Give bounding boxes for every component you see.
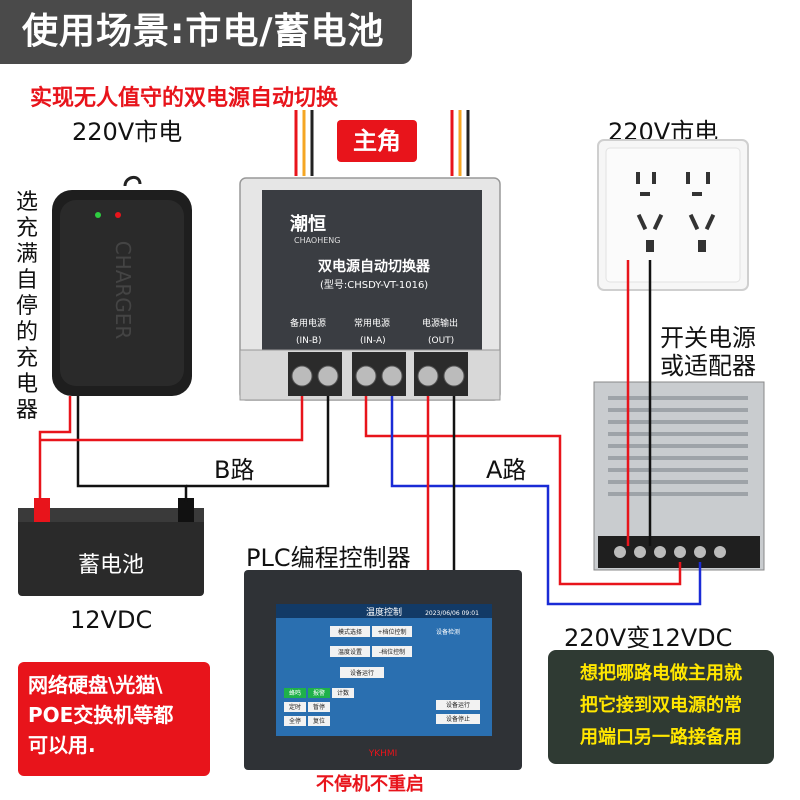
- hmi-btn-0: 模式选择: [338, 628, 362, 636]
- wall-socket: [597, 139, 749, 291]
- hmi-btn-10: 暂停: [313, 703, 325, 711]
- charger: CHARGER: [52, 176, 192, 396]
- battery: 蓄电池: [18, 498, 204, 596]
- hmi-footer-brand: YKHMI: [368, 749, 398, 759]
- note-left: 网络硬盘\光猫\ POE交换机等都 可以用.: [18, 662, 210, 776]
- hmi-btn-5: 设备检测: [436, 628, 460, 636]
- switcher-brand-en: CHAOHENG: [294, 236, 341, 245]
- port-a-label: 常用电源: [354, 319, 391, 329]
- note-left-line-3: 可以用.: [28, 733, 96, 757]
- hmi-btn-3: -档位控制: [379, 648, 405, 656]
- main-badge: 主角: [337, 120, 417, 162]
- note-right-line-1: 想把哪路电做主用就: [580, 663, 742, 684]
- switcher-model: (型号:CHSDY-VT-1016): [320, 280, 429, 291]
- hmi-btn-14: 设备停止: [446, 715, 470, 723]
- note-right-line-2: 把它接到双电源的常: [580, 695, 742, 716]
- plc-label: PLC编程控制器: [246, 544, 411, 572]
- hmi-header: 温度控制: [366, 606, 402, 618]
- subtitle: 实现无人值守的双电源自动切换: [30, 86, 339, 111]
- port-out-code: (OUT): [428, 336, 455, 346]
- switcher-name: 双电源自动切换器: [318, 259, 430, 275]
- switching-power-supply: [593, 381, 765, 571]
- terminal-block: [288, 352, 468, 396]
- battery-label: 蓄电池: [78, 553, 144, 578]
- note-left-line-1: 网络硬盘\光猫\: [28, 673, 163, 697]
- port-b-code: (IN-B): [296, 336, 322, 346]
- hmi-btn-6: 蜂鸣: [289, 689, 301, 697]
- hmi-btn-2: 温度设置: [338, 648, 362, 656]
- hmi-date: 2023/06/06 09:01: [425, 610, 479, 617]
- wires: [38, 260, 702, 606]
- scene-title: 使用场景:市电/蓄电池: [0, 0, 412, 64]
- note-right-line-3: 用端口另一路接备用: [580, 727, 742, 748]
- hmi-btn-11: 全停: [289, 717, 301, 725]
- port-b-label: 备用电源: [290, 319, 327, 329]
- route-b-label: B路: [214, 456, 255, 484]
- hmi-btn-1: +档位控制: [377, 628, 406, 636]
- hmi-btn-9: 定时: [289, 703, 301, 711]
- psu-note-2: 或适配器: [660, 352, 756, 380]
- battery-voltage-label: 12VDC: [70, 606, 153, 634]
- switcher-top-wires: [294, 110, 470, 176]
- port-a-code: (IN-A): [360, 336, 386, 346]
- dual-power-switcher: [239, 177, 501, 401]
- charger-note: 选充满自停的充电器: [15, 190, 38, 423]
- hmi-btn-8: 计数: [337, 689, 349, 697]
- psu-note-1: 开关电源: [660, 324, 756, 352]
- route-a-label: A路: [486, 456, 527, 484]
- note-right: 想把哪路电做主用就 把它接到双电源的常 用端口另一路接备用: [548, 650, 774, 764]
- conversion-label: 220V变12VDC: [564, 624, 733, 652]
- hmi-btn-13: 设备运行: [446, 701, 470, 709]
- note-left-line-2: POE交换机等都: [28, 703, 174, 727]
- switcher-brand: 潮恒: [290, 214, 326, 235]
- port-out-label: 电源输出: [422, 319, 459, 329]
- hmi-btn-7: 报警: [313, 689, 325, 697]
- hmi-btn-4: 设备运行: [350, 669, 374, 677]
- bottom-note: 不停机不重启: [316, 774, 424, 795]
- mains-left-label: 220V市电: [72, 118, 183, 146]
- charger-brand-text: CHARGER: [111, 241, 135, 340]
- plc-hmi: 温度控制 2023/06/06 09:01 模式选择 +档位控制 温度设置 -档…: [244, 570, 522, 770]
- hmi-btn-12: 复位: [313, 717, 325, 725]
